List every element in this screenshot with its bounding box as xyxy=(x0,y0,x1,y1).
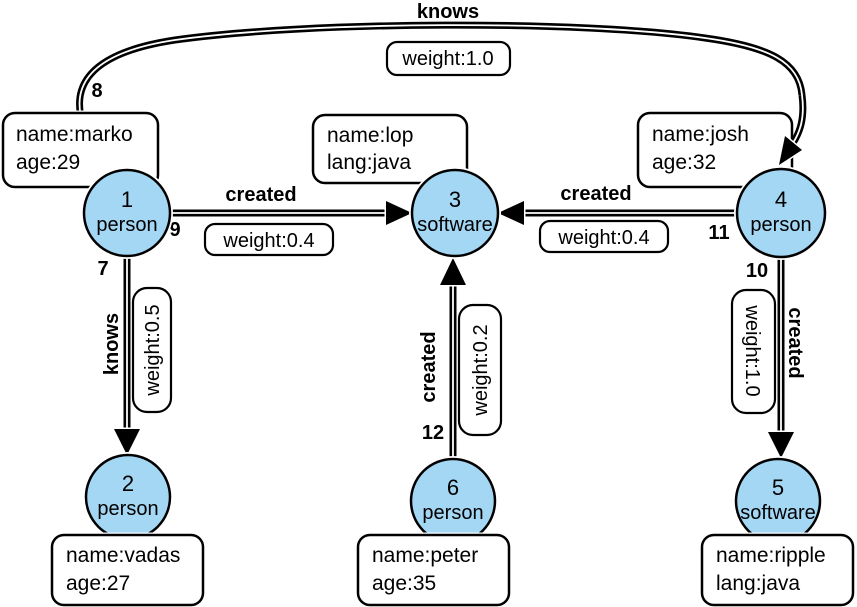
node-5: 5 software xyxy=(733,456,823,546)
edge-created-4-3 xyxy=(496,199,737,227)
edge-knows-1-4-arc-head xyxy=(777,94,807,167)
edge-id: 11 xyxy=(708,222,729,244)
weight-box xyxy=(385,40,512,77)
property-line: name:peter xyxy=(372,544,478,567)
node-circle xyxy=(735,167,827,259)
node-id: 3 xyxy=(449,187,461,212)
node-circle xyxy=(409,457,497,545)
edge-id: 10 xyxy=(746,260,768,282)
edge-created-4-3-labels: created weight:0.4 11 xyxy=(537,181,732,255)
edge-created-6-3-labels: created weight:0.2 12 xyxy=(416,302,504,447)
edge-label: created xyxy=(784,307,806,378)
node-1: 1 person xyxy=(81,167,173,259)
edge-label: created xyxy=(560,183,631,205)
property-box xyxy=(50,533,205,607)
weight-value: weight:0.4 xyxy=(222,230,314,252)
edge-created-1-3 xyxy=(170,199,414,227)
node-id: 4 xyxy=(775,187,787,212)
arrowhead-left-icon xyxy=(496,199,526,227)
edge-line-core xyxy=(78,24,803,169)
arrowhead-down-icon xyxy=(766,430,796,460)
edge-id: 8 xyxy=(91,80,102,102)
node-label: person xyxy=(96,214,157,236)
edge-id: 7 xyxy=(97,258,108,280)
node-label: person xyxy=(97,498,158,520)
weight-value: weight:0.2 xyxy=(470,324,492,416)
edge-label: knows xyxy=(101,313,123,375)
property-line: age:29 xyxy=(16,151,80,174)
edge-label: knows xyxy=(417,1,479,23)
property-box xyxy=(311,113,469,185)
property-box-lop: name:lop lang:java xyxy=(310,112,470,186)
property-box-ripple: name:ripple lang:java xyxy=(699,532,856,607)
node-circle xyxy=(84,453,172,541)
edge-created-4-5 xyxy=(766,257,796,460)
node-id: 2 xyxy=(122,471,134,496)
property-box xyxy=(356,533,511,607)
property-line: name:vadas xyxy=(66,544,180,567)
property-box-josh: name:josh age:32 xyxy=(635,110,795,190)
property-line: name:josh xyxy=(652,123,749,146)
property-line: name:marko xyxy=(16,123,133,146)
edge-label: created xyxy=(418,331,440,402)
node-id: 6 xyxy=(447,475,459,500)
weight-box xyxy=(538,219,670,254)
weight-box xyxy=(203,222,335,257)
node-label: software xyxy=(417,214,493,236)
node-circle xyxy=(82,168,172,258)
property-box xyxy=(700,533,855,607)
node-4: 4 person xyxy=(734,166,828,260)
arrowhead-up-icon xyxy=(438,256,468,287)
edge-knows-1-4-arc xyxy=(76,21,806,171)
node-circle xyxy=(734,457,822,545)
property-line: age:27 xyxy=(66,572,130,595)
edge-created-6-3 xyxy=(438,256,468,459)
arrowhead-right-icon xyxy=(384,199,414,227)
weight-value: weight:1.0 xyxy=(741,304,763,396)
weight-value: weight:0.4 xyxy=(557,227,649,249)
edge-created-4-5-labels: created weight:1.0 10 xyxy=(729,258,809,416)
node-3: 3 software xyxy=(409,167,501,259)
edge-id: 12 xyxy=(422,422,444,444)
edge-line-core xyxy=(792,94,804,144)
property-line: lang:java xyxy=(327,151,411,174)
arrowhead-down-left-icon xyxy=(777,134,804,167)
property-line: age:35 xyxy=(372,572,436,595)
edge-knows-1-4-labels: knows weight:1.0 8 xyxy=(89,0,513,105)
node-circle xyxy=(410,168,500,258)
weight-value: weight:1.0 xyxy=(401,48,493,70)
property-line: name:lop xyxy=(327,124,413,147)
property-line: name:ripple xyxy=(716,544,826,567)
node-id: 5 xyxy=(772,475,784,500)
property-box-peter: name:peter age:35 xyxy=(355,532,512,607)
edge-label: created xyxy=(225,184,296,206)
node-label: person xyxy=(422,502,483,524)
arrowhead-down-icon xyxy=(112,427,142,457)
weight-box xyxy=(131,286,173,414)
node-2: 2 person xyxy=(83,452,173,542)
weight-box xyxy=(457,303,503,437)
node-label: software xyxy=(740,502,816,524)
node-label: person xyxy=(750,214,811,236)
property-line: age:32 xyxy=(652,151,716,174)
node-id: 1 xyxy=(121,187,133,212)
edge-created-1-3-labels: created weight:0.4 9 xyxy=(167,182,336,258)
weight-value: weight:0.5 xyxy=(142,304,164,396)
edge-knows-1-2-labels: knows weight:0.5 7 xyxy=(95,256,174,415)
property-box-vadas: name:vadas age:27 xyxy=(49,532,206,607)
property-line: lang:java xyxy=(716,572,800,595)
edge-knows-1-2 xyxy=(112,256,142,457)
weight-box xyxy=(730,288,777,415)
